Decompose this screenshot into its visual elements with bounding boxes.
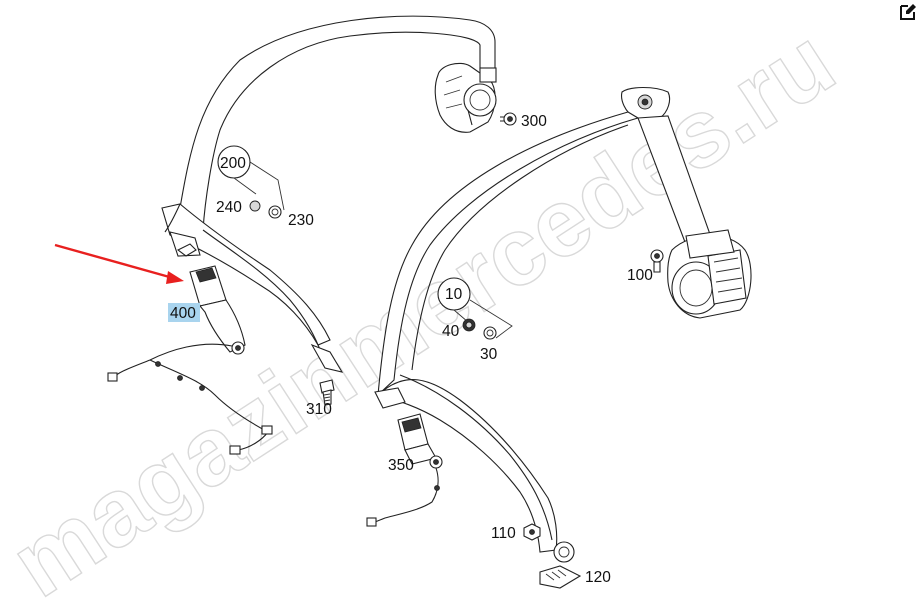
pointer-arrow — [54, 243, 184, 284]
part-400-highlight — [168, 303, 200, 322]
belt-right — [374, 86, 713, 553]
nut-110 — [523, 523, 541, 541]
callout-30[interactable]: 30 — [480, 346, 498, 363]
bolt-310 — [319, 379, 335, 406]
buckle-400 — [107, 265, 273, 455]
callout-40[interactable]: 40 — [442, 323, 460, 340]
group-200 — [217, 145, 285, 219]
bolt-100 — [650, 249, 664, 273]
callout-120[interactable]: 120 — [585, 569, 611, 586]
callout-350[interactable]: 350 — [388, 457, 414, 474]
retractor-300 — [434, 62, 497, 133]
anchor-120 — [539, 541, 582, 589]
callout-300[interactable]: 300 — [521, 113, 547, 130]
callout-10[interactable]: 10 — [445, 286, 463, 303]
callout-110[interactable]: 110 — [491, 525, 516, 542]
callout-400[interactable]: 400 — [170, 305, 196, 322]
buckle-350 — [366, 413, 443, 527]
callout-310[interactable]: 310 — [306, 401, 332, 418]
callout-230[interactable]: 230 — [288, 212, 314, 229]
callout-200[interactable]: 200 — [220, 155, 246, 172]
edit-icon[interactable] — [898, 2, 918, 22]
belt-left — [161, 15, 496, 373]
bolt-300 — [500, 112, 517, 126]
callout-100[interactable]: 100 — [627, 267, 653, 284]
group-10 — [437, 277, 513, 340]
retractor-100 — [667, 229, 752, 319]
callout-240[interactable]: 240 — [216, 199, 242, 216]
